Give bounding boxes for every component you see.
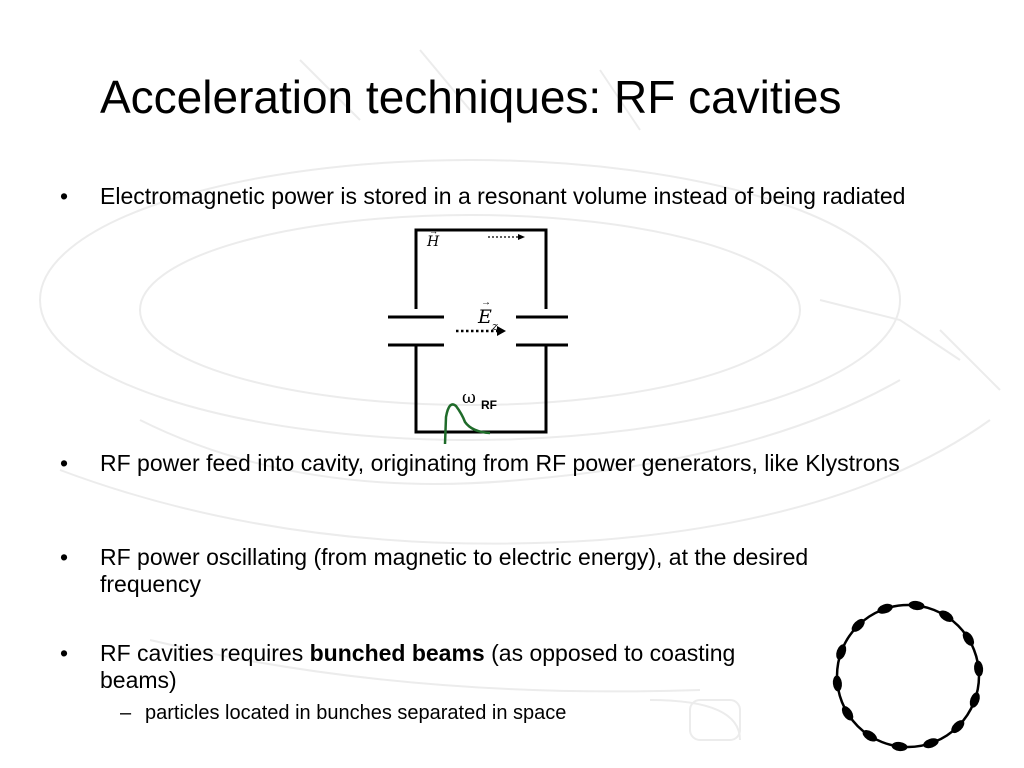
- beam-bunch: [836, 644, 847, 660]
- rf-cavity-diagram: [388, 228, 568, 445]
- beam-bunch: [939, 610, 954, 622]
- e-field-arrow: [456, 326, 506, 336]
- beam-bunch: [923, 738, 939, 749]
- rf-feed-curve: [443, 403, 491, 445]
- beam-bunch: [891, 741, 908, 752]
- bullet-text-bold: bunched beams: [309, 640, 485, 666]
- beam-bunch: [908, 600, 925, 611]
- bullet-bunched-beams: • RF cavities requires bunched beams (as…: [60, 640, 780, 694]
- bullet-text: RF cavities requires bunched beams (as o…: [100, 640, 780, 694]
- beam-bunches: [832, 600, 984, 752]
- bullet-text: RF power oscillating (from magnetic to e…: [100, 544, 809, 597]
- bullet-rf-oscillating: • RF power oscillating (from magnetic to…: [60, 544, 880, 598]
- omega-symbol: ω: [462, 388, 476, 408]
- beam-bunch: [969, 692, 980, 708]
- beam-bunch: [951, 720, 965, 734]
- bullet-marker: •: [60, 183, 69, 209]
- bullet-marker: •: [60, 544, 69, 570]
- beam-bunch: [851, 618, 865, 632]
- beam-bunch: [841, 706, 854, 721]
- beam-bunch: [862, 730, 877, 742]
- bullet-text: Electromagnetic power is stored in a res…: [100, 183, 906, 209]
- beam-bunch: [962, 631, 975, 646]
- e-field-subscript: z: [492, 320, 498, 333]
- sub-bullet-text: particles located in bunches separated i…: [145, 702, 567, 724]
- beam-bunch: [974, 660, 984, 677]
- bullet-text: RF power feed into cavity, originating f…: [100, 450, 900, 476]
- bullet-stored-power: • Electromagnetic power is stored in a r…: [60, 183, 920, 210]
- sub-bullet-particles: – particles located in bunches separated…: [120, 700, 566, 726]
- bunched-beam-ring: [832, 600, 984, 752]
- e-field-label: E: [478, 306, 492, 328]
- bullet-marker: •: [60, 450, 69, 476]
- bullet-rf-feed: • RF power feed into cavity, originating…: [60, 450, 940, 477]
- beam-bunch: [832, 675, 842, 692]
- bullet-text-start: RF cavities requires: [100, 640, 310, 666]
- h-field-arrow: [488, 234, 525, 240]
- bullet-marker: •: [60, 640, 69, 666]
- h-field-vector-mark: →: [429, 226, 438, 236]
- e-field-vector-mark: →: [481, 297, 491, 308]
- beam-bunch: [877, 603, 893, 614]
- slide-title: Acceleration techniques: RF cavities: [100, 71, 842, 123]
- sub-bullet-marker: –: [120, 702, 132, 724]
- bullet-text-end: (as opposed to coasting beams): [100, 640, 736, 693]
- h-field-label: H: [427, 234, 440, 250]
- omega-subscript: RF: [481, 398, 497, 412]
